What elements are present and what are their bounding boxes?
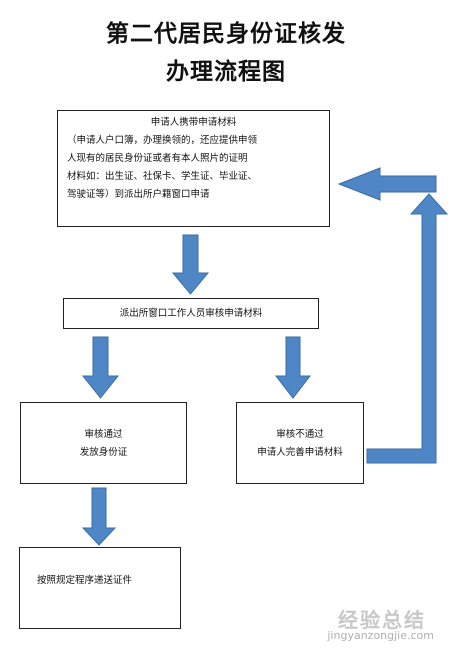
arrow-review-to-fail	[274, 336, 312, 399]
diagram-title-line2: 办理流程图	[166, 58, 286, 85]
step-deliver-box: 按照规定程序递送证件	[19, 547, 181, 629]
step-fail-line2: 申请人完善申请材料	[257, 447, 343, 458]
arrow-fail-return-to-apply	[366, 193, 449, 464]
step-apply-detail-line: （申请人户口簿，办理换领的，还应提供申领	[67, 135, 258, 146]
step-fail-box: 审核不通过 申请人完善申请材料	[236, 402, 364, 484]
step-fail-line1: 审核不通过	[276, 429, 324, 440]
arrow-pass-to-deliver	[81, 487, 117, 546]
arrow-loop-into-apply	[337, 167, 437, 201]
watermark-url: jingyanzongjie.com	[327, 629, 434, 642]
step-review-box: 派出所窗口工作人员审核申请材料	[63, 298, 319, 329]
step-apply-heading: 申请人携带申请材料	[150, 117, 237, 128]
step-apply-detail-line: 人现有的居民身份证或者有本人照片的证明	[67, 153, 248, 164]
step-pass-line1: 审核通过	[84, 429, 123, 440]
arrow-apply-to-review	[171, 234, 210, 295]
step-pass-line2: 发放身份证	[79, 447, 128, 458]
diagram-title-line1: 第二代居民身份证核发	[106, 20, 346, 47]
step-apply-detail-line: 材料如：出生证、社保卡、学生证、毕业证、	[67, 171, 258, 182]
watermark-brand: 经验总结	[338, 608, 426, 632]
step-apply-detail-line: 驾驶证等）到派出所户籍窗口申请	[67, 189, 210, 200]
step-apply-box: 申请人携带申请材料 （申请人户口簿，办理换领的，还应提供申领 人现有的居民身份证…	[57, 110, 330, 227]
arrow-review-to-pass	[81, 336, 120, 399]
step-pass-box: 审核通过 发放身份证	[20, 402, 187, 484]
